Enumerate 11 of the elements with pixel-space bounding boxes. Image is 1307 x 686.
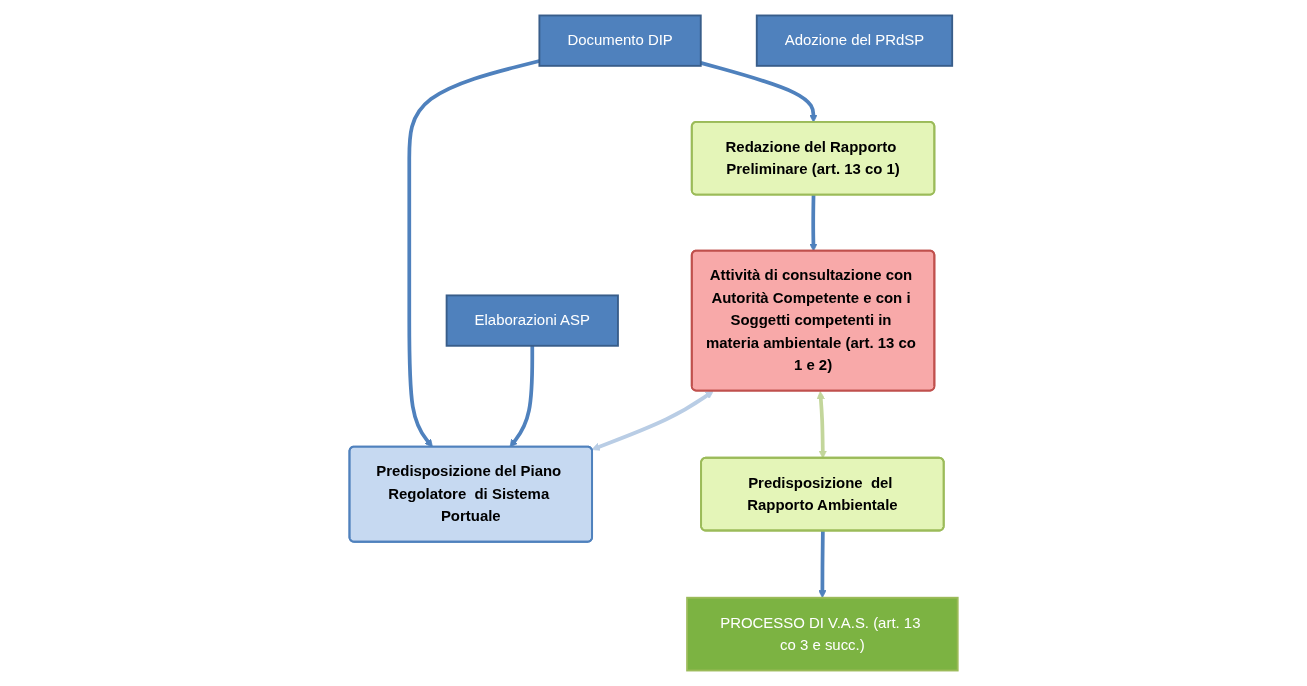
node-box: Adozione del PRdSP (755, 14, 954, 67)
arrow (816, 391, 827, 459)
arrow (818, 531, 827, 599)
arrow (509, 345, 535, 448)
arrow (407, 59, 540, 448)
node-box: PROCESSO DI V.A.S. (art. 13 co 3 e succ.) (686, 596, 959, 672)
arrow (591, 390, 714, 451)
node-box: Documento DIP (538, 14, 702, 67)
arrow (809, 195, 818, 252)
arrow (700, 61, 818, 123)
node-box: Elaborazioni ASP (445, 294, 619, 347)
